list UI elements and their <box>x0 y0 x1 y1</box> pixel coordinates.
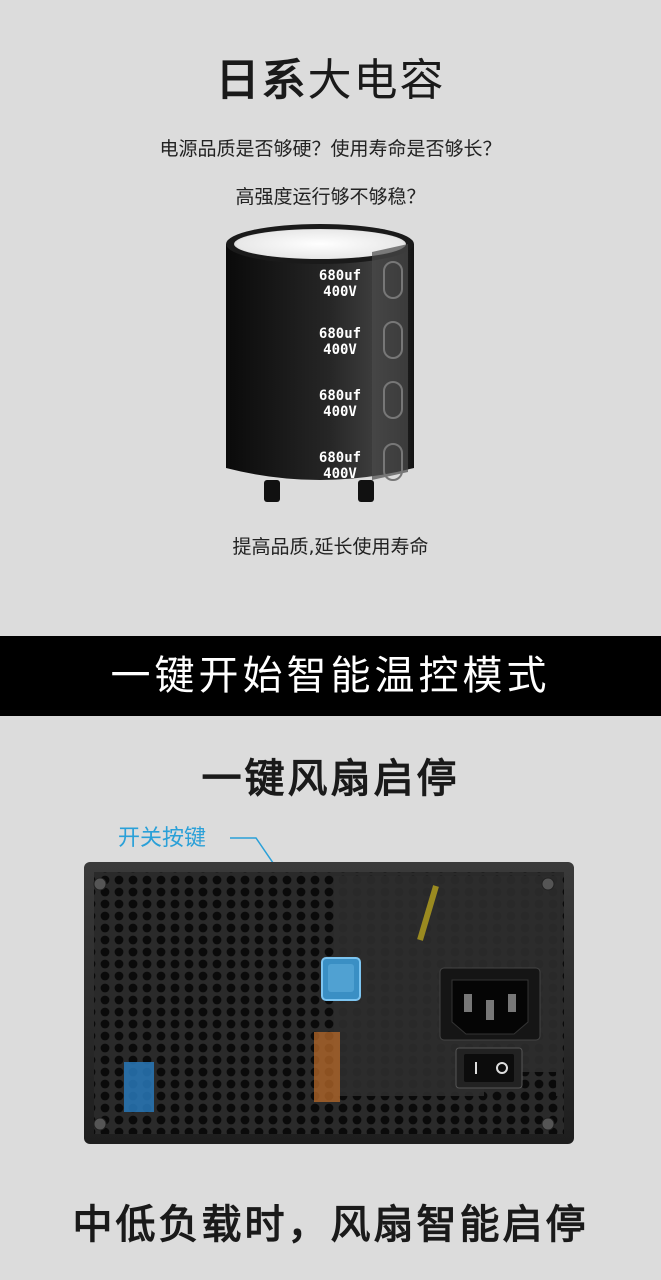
screw-icon <box>93 1117 107 1131</box>
psu-image <box>84 862 574 1144</box>
title-bold: 日系 <box>215 55 308 106</box>
question-stability: 高强度运行够不够稳？ <box>235 186 426 208</box>
volt-label-1: 400V <box>323 284 357 300</box>
mode-banner: 一键开始智能温控模式 <box>0 636 661 716</box>
capacitor-top <box>234 229 406 259</box>
capacitor-notch-4 <box>383 443 403 481</box>
benefit-text: 提高品质,延长使用寿命 <box>232 536 429 558</box>
volt-label-2: 400V <box>323 342 357 358</box>
capacitor-leg-right <box>358 480 374 502</box>
volt-label-3: 400V <box>323 404 357 420</box>
screw-icon <box>541 1117 555 1131</box>
title-light: 大电容 <box>307 55 446 106</box>
cap-label-2: 680uf <box>319 326 361 342</box>
psu-graphic <box>84 862 574 1144</box>
cap-label-3: 680uf <box>319 388 361 404</box>
capacitor-leg-left <box>264 480 280 502</box>
capacitor-notch-2 <box>383 321 403 359</box>
screw-icon <box>93 877 107 891</box>
capacitor-graphic: 680uf 400V 680uf 400V 680uf 400V 680uf 4… <box>226 224 414 502</box>
capacitor-notch-3 <box>383 381 403 419</box>
switch-callout-label: 开关按键 <box>118 826 207 851</box>
page-title: 日系大电容 <box>0 54 661 108</box>
volt-label-4: 400V <box>323 466 357 482</box>
question-quality: 电源品质是否够硬？使用寿命是否够长？ <box>159 138 502 160</box>
capacitor-image: 680uf 400V 680uf 400V 680uf 400V 680uf 4… <box>222 222 418 512</box>
capacitor-body <box>226 244 414 480</box>
fan-title: 一键风扇启停 <box>201 756 460 802</box>
capacitor-notch-1 <box>383 261 403 299</box>
fan-stop-text: 中低负载时，风扇智能启停 <box>72 1202 589 1248</box>
cap-label-1: 680uf <box>319 268 361 284</box>
cap-label-4: 680uf <box>319 450 361 466</box>
screw-icon <box>541 877 555 891</box>
